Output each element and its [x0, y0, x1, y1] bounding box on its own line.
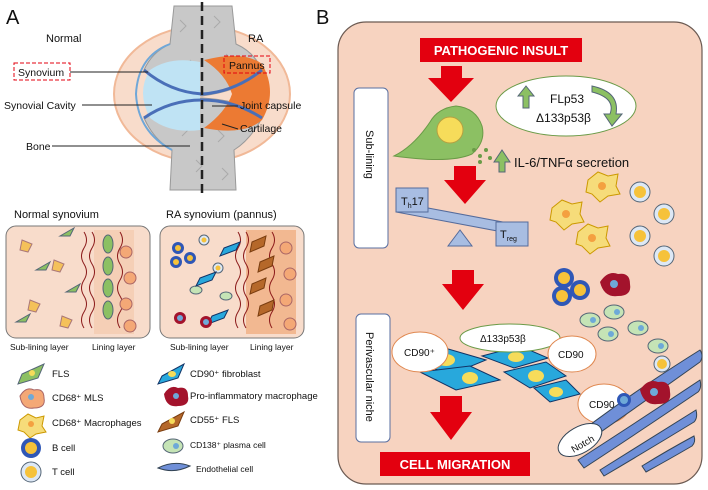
cartilage-pointer [221, 123, 239, 130]
legend-label-5: CD55⁺ FLS [190, 415, 239, 426]
perivascular-label: Perivascular niche [363, 332, 375, 422]
normal-lining-cells [102, 234, 137, 333]
cd90-fibroblast-icon [157, 362, 186, 385]
flp53-label: FLp53 [550, 92, 584, 106]
pathogenic-insult-banner [420, 38, 582, 62]
legend: FLS CD90⁺ fibroblast CD68⁺ MLS Pro-infla… [17, 362, 318, 483]
normal-synovium-box [5, 225, 151, 339]
cycle-arrow-icon [591, 85, 624, 127]
cd90plus-label: CD90⁺ [404, 348, 435, 359]
legend-label-3: Pro-inflammatory macrophage [190, 391, 318, 402]
arrow-down-1 [428, 66, 474, 102]
treg-label: Treg [500, 229, 517, 243]
capsule-normal-side [134, 43, 173, 151]
macrophage-icon [17, 413, 47, 439]
t-cell-icon [20, 461, 42, 483]
normal-lining-layer-label: Lining layer [92, 342, 136, 352]
d133-label-2: Δ133p53β [480, 334, 526, 345]
fulcrum [447, 229, 473, 247]
label-cartilage: Cartilage [240, 123, 282, 135]
panel-a-letter: A [6, 7, 20, 29]
legend-label-9: Endothelial cell [196, 464, 253, 474]
cd90-label-a: CD90 [558, 350, 584, 361]
ra-synovium-box [159, 225, 305, 339]
arrow-down-2 [444, 166, 486, 204]
panel-b: B PATHOGENIC INSULT Sub-lining FLp53 Δ13… [316, 7, 703, 485]
normal-sublining-cells [14, 226, 82, 329]
perivascular-box [355, 313, 391, 443]
legend-label-6: B cell [52, 443, 75, 454]
legend-label-7: CD138⁺ plasma cell [190, 440, 266, 450]
pro-inflammatory-macrophage-icon [164, 386, 189, 407]
ra-sublining-cells [170, 234, 242, 328]
th17-box [395, 187, 429, 213]
legend-label-1: CD90⁺ fibroblast [190, 369, 261, 380]
panel-b-letter: B [316, 7, 329, 29]
b-cell-icon [21, 438, 41, 458]
th17-label: Th17 [401, 196, 424, 210]
ra-lining-layer-label: Lining layer [250, 342, 294, 352]
plasma-cell-icon [162, 438, 184, 454]
cell-migration-text: CELL MIGRATION [400, 457, 511, 472]
up-arrow-icon [516, 85, 536, 109]
legend-label-8: T cell [52, 467, 75, 478]
arrow-down-4 [430, 396, 472, 440]
joint-diagram [113, 2, 291, 196]
ra-fibers [235, 231, 275, 329]
cd90-label-b: CD90 [589, 400, 615, 411]
label-pannus: Pannus [229, 60, 265, 72]
synovial-cavity [143, 60, 200, 131]
fls-nucleus [436, 116, 464, 144]
label-synovial-cavity: Synovial Cavity [4, 100, 77, 112]
normal-sublining-layer-label: Sub-lining layer [10, 342, 69, 352]
sublining-box [353, 87, 389, 249]
il6-label: IL-6/TNFα secretion [514, 155, 629, 170]
cd55-fls-icon [157, 410, 186, 433]
endothelial-cell-icon [156, 462, 192, 472]
ra-lining-cells [249, 235, 297, 331]
normal-synovium-title: Normal synovium [14, 209, 99, 221]
th17-treg-balance [395, 187, 529, 247]
arrow-down-3 [442, 270, 484, 310]
pathogenic-insult-text: PATHOGENIC INSULT [434, 43, 568, 58]
legend-label-4: CD68⁺ Macrophages [52, 418, 142, 429]
label-ra: RA [248, 33, 264, 45]
secretion-dots [472, 148, 492, 164]
ra-sublining-layer-label: Sub-lining layer [170, 342, 229, 352]
notch-bubble [557, 423, 603, 457]
sublining-label: Sub-lining [363, 130, 375, 179]
normal-fibers [81, 231, 123, 329]
label-normal: Normal [46, 33, 81, 45]
fls-icon [17, 363, 45, 385]
pannus-box [223, 55, 271, 74]
panel-a: A Normal RA [4, 2, 318, 483]
immune-cells [549, 171, 675, 407]
label-synovium: Synovium [18, 67, 64, 79]
up-arrow-il6-icon [493, 149, 511, 173]
ra-synovium-title: RA synovium (pannus) [166, 209, 277, 221]
mls-icon [19, 388, 45, 409]
d133-label: Δ133p53β [536, 111, 591, 125]
cell-migration-banner [380, 452, 530, 476]
treg-box [495, 221, 529, 247]
legend-label-0: FLS [52, 369, 69, 380]
label-bone: Bone [26, 141, 51, 153]
label-joint-capsule: Joint capsule [240, 100, 301, 112]
synovium-box [13, 62, 71, 81]
cd90-bubble-a [547, 335, 597, 373]
legend-label-2: CD68⁺ MLS [52, 393, 103, 404]
cd90plus-bubble [391, 331, 449, 373]
